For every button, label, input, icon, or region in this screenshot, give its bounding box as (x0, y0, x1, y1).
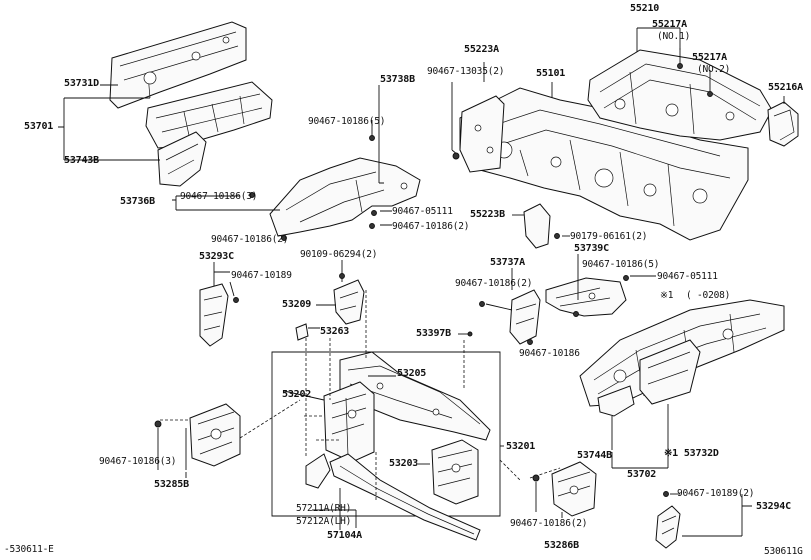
part-53737a-drawing (509, 289, 541, 345)
label-53743b: 53743B (64, 155, 99, 166)
label-57104a: 57104A (327, 530, 362, 541)
label-55217a-no1-tag: (NO.1) (657, 31, 691, 42)
part-53744b-drawing (597, 385, 635, 417)
part-53293c-drawing (199, 283, 229, 347)
label-53285b: 53285B (154, 479, 189, 490)
label-55223a: 55223A (464, 44, 499, 55)
label-90467-10186-2d: 90467-10186(2) (510, 518, 588, 529)
label-53732d: ※1 53732D (664, 448, 719, 459)
label-53744b: 53744B (577, 450, 612, 461)
label-55217a-no2-tag: (NO.2) (697, 64, 731, 75)
part-53701-drawing (145, 81, 273, 149)
label-53294c: 53294C (756, 501, 791, 512)
label-53739c: 53739C (574, 243, 609, 254)
label-55217a-no1: 55217A (652, 19, 687, 30)
label-90467-13035: 90467-13035(2) (427, 66, 505, 77)
label-90467-10186-2b: 90467-10186(2) (211, 234, 289, 245)
part-53202-drawing (323, 381, 375, 463)
part-53263-drawing (295, 323, 309, 341)
label-53203: 53203 (389, 458, 419, 469)
label-53201: 53201 (506, 441, 536, 452)
label-90467-10186-3b: 90467-10186(3) (99, 456, 177, 467)
part-55210-drawing (587, 49, 773, 141)
label-57212a: 57212A(LH) (296, 516, 352, 527)
label-90467-10186-2c: 90467-10186(2) (455, 278, 533, 289)
part-53731d-drawing (109, 21, 247, 109)
label-55216a: 55216A (768, 82, 803, 93)
label-55217a-no2: 55217A (692, 52, 727, 63)
label-53209: 53209 (282, 299, 312, 310)
label-53737a: 53737A (490, 257, 525, 268)
label-55210: 55210 (630, 3, 660, 14)
label-57211a: 57211A(RH) (296, 503, 352, 514)
part-53209-drawing (333, 279, 365, 325)
label-53731d: 53731D (64, 78, 99, 89)
footer-left-code: -530611-E (4, 544, 54, 555)
label-90109-06294: 90109-06294(2) (300, 249, 378, 260)
part-53732d-drawing (639, 339, 701, 405)
label-note-mark: ※1 (660, 290, 674, 301)
part-53203-drawing (431, 439, 479, 505)
label-90467-10189-2: 90467-10189(2) (677, 488, 755, 499)
label-53205: 53205 (397, 368, 427, 379)
label-53397b: 53397B (416, 328, 451, 339)
label-90467-05111a: 90467-05111 (392, 206, 453, 217)
label-53286b: 53286B (544, 540, 579, 551)
label-90467-10186-2a: 90467-10186(2) (392, 221, 470, 232)
label-note-text: ( -0208) (686, 290, 731, 301)
part-57211a-drawing (305, 453, 331, 489)
part-55223a-drawing (459, 95, 505, 173)
part-57104a-drawing (329, 453, 481, 541)
label-53736b: 53736B (120, 196, 155, 207)
label-53293c: 53293C (199, 251, 234, 262)
label-53738b: 53738B (380, 74, 415, 85)
part-55223b-drawing (523, 203, 551, 249)
part-53285b-drawing (189, 403, 241, 467)
label-53202: 53202 (282, 389, 312, 400)
label-90467-10186: 90467-10186 (519, 348, 580, 359)
part-53294c-drawing (655, 505, 681, 549)
part-53743b-drawing (157, 131, 207, 187)
label-53702: 53702 (627, 469, 657, 480)
label-53701: 53701 (24, 121, 54, 132)
label-90467-10186-5b: 90467-10186(5) (582, 259, 660, 270)
label-90467-10189: 90467-10189 (231, 270, 292, 281)
label-55101: 55101 (536, 68, 566, 79)
label-53263: 53263 (320, 326, 350, 337)
part-53738b-drawing (269, 157, 421, 237)
part-55216a-drawing (767, 101, 799, 147)
radiator-support-frame (271, 351, 501, 517)
part-53739c-drawing (545, 277, 627, 317)
part-53286b-drawing (551, 461, 597, 517)
label-90467-10186-3a: 90467-10186(3) (180, 191, 258, 202)
label-90179-06161: 90179-06161(2) (570, 231, 648, 242)
label-90467-10186-5a: 90467-10186(5) (308, 116, 386, 127)
label-90467-05111b: 90467-05111 (657, 271, 718, 282)
footer-right-code: 530611G (764, 546, 803, 557)
label-55223b: 55223B (470, 209, 505, 220)
